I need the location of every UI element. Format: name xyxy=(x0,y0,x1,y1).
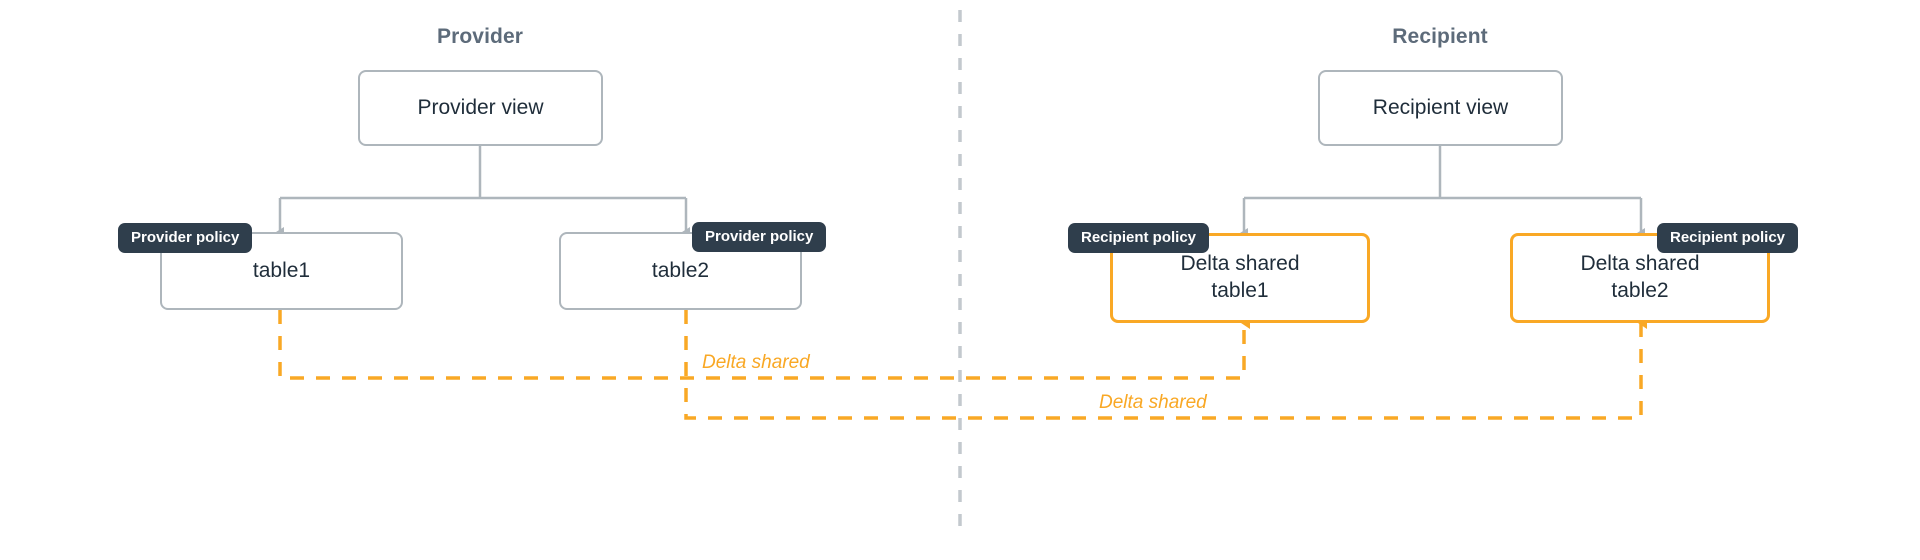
delta-shared-label-2: Delta shared xyxy=(1094,392,1212,414)
provider-view-box[interactable]: Provider view xyxy=(358,70,603,146)
provider-section-title: Provider xyxy=(437,25,523,48)
recipient-policy-badge-table2[interactable]: Recipient policy xyxy=(1657,223,1799,253)
provider-policy-badge-table2[interactable]: Provider policy xyxy=(692,222,827,252)
recipient-policy-badge-table1[interactable]: Recipient policy xyxy=(1068,223,1210,253)
recipient-section-title: Recipient xyxy=(1392,25,1488,48)
recipient-view-box[interactable]: Recipient view xyxy=(1318,70,1563,146)
provider-policy-badge-table1[interactable]: Provider policy xyxy=(118,223,253,253)
delta-shared-label-1: Delta shared xyxy=(697,352,815,374)
